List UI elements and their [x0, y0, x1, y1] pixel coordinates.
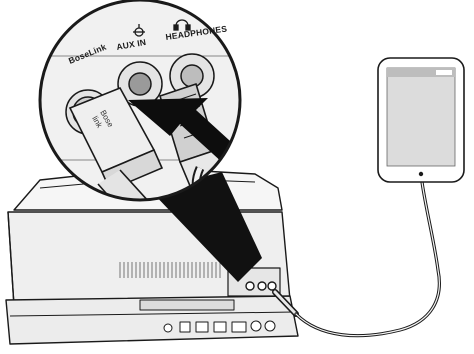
- tablet-screen: [387, 68, 455, 166]
- tablet-home-button: [419, 172, 423, 176]
- audio-cable: [275, 182, 439, 336]
- tablet-icon: [378, 58, 464, 182]
